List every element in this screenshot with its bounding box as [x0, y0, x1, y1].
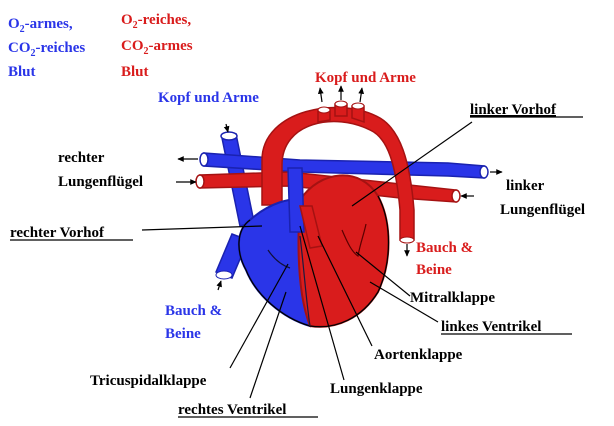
- label-rechter-lunge-2: Lungenflügel: [58, 174, 143, 190]
- aorta-branch-3-opening: [352, 103, 364, 109]
- arrow-kopf-1: [320, 88, 322, 102]
- legend-deoxy-line1: O2-armes,: [8, 16, 73, 35]
- arrow-ivc-in: [218, 281, 221, 290]
- label-tricuspidalklappe: Tricuspidalklappe: [90, 373, 207, 389]
- legend-deoxy-line3: Blut: [8, 64, 36, 80]
- pulmonary-vein-right-opening: [452, 190, 460, 202]
- pulmonary-vein-left-opening: [196, 175, 204, 188]
- pulmonary-artery-left-opening: [200, 153, 208, 166]
- label-bauch-red-2: Beine: [416, 262, 452, 278]
- label-bauch-blue-1: Bauch &: [165, 303, 222, 319]
- label-rechter-lunge-1: rechter: [58, 150, 105, 166]
- left-heart: [298, 175, 388, 326]
- descending-aorta-opening: [400, 237, 414, 243]
- label-linkes-ventrikel: linkes Ventrikel: [441, 319, 541, 335]
- aorta-branch-2-opening: [335, 101, 347, 107]
- label-kopf-arme-blue: Kopf und Arme: [158, 90, 259, 106]
- label-linker-vorhof: linker Vorhof: [470, 102, 557, 118]
- arrow-vena-cava-in: [226, 124, 228, 132]
- aorta-branch-1-opening: [318, 107, 330, 113]
- legend-oxy-line3: Blut: [121, 64, 149, 80]
- pulmonary-artery-right-opening: [480, 166, 488, 178]
- label-mitralklappe: Mitralklappe: [410, 290, 495, 306]
- leader-rechtes-ventrikel: [250, 292, 286, 398]
- label-bauch-blue-2: Beine: [165, 326, 201, 342]
- label-kopf-arme-red: Kopf und Arme: [315, 70, 416, 86]
- inferior-vena-cava-opening: [216, 271, 232, 279]
- label-rechter-vorhof: rechter Vorhof: [10, 225, 105, 241]
- label-lungenklappe: Lungenklappe: [330, 381, 423, 397]
- label-linker-lunge-2: Lungenflügel: [500, 202, 585, 218]
- label-bauch-red-1: Bauch &: [416, 240, 473, 256]
- legend-oxygenated: O2-reiches, CO2-armes Blut: [121, 12, 193, 80]
- label-linker-lunge-1: linker: [506, 178, 545, 194]
- label-rechtes-ventrikel: rechtes Ventrikel: [178, 402, 286, 418]
- legend-oxy-line2: CO2-armes: [121, 38, 193, 57]
- pulmonary-trunk: [288, 168, 304, 232]
- legend-deoxy-line2: CO2-reiches: [8, 40, 85, 59]
- legend-deoxygenated: O2-armes, CO2-reiches Blut: [8, 16, 85, 80]
- arrow-kopf-3: [360, 88, 362, 102]
- legend-oxy-line1: O2-reiches,: [121, 12, 191, 31]
- label-aortenklappe: Aortenklappe: [374, 347, 463, 363]
- vena-cava-opening: [221, 132, 237, 140]
